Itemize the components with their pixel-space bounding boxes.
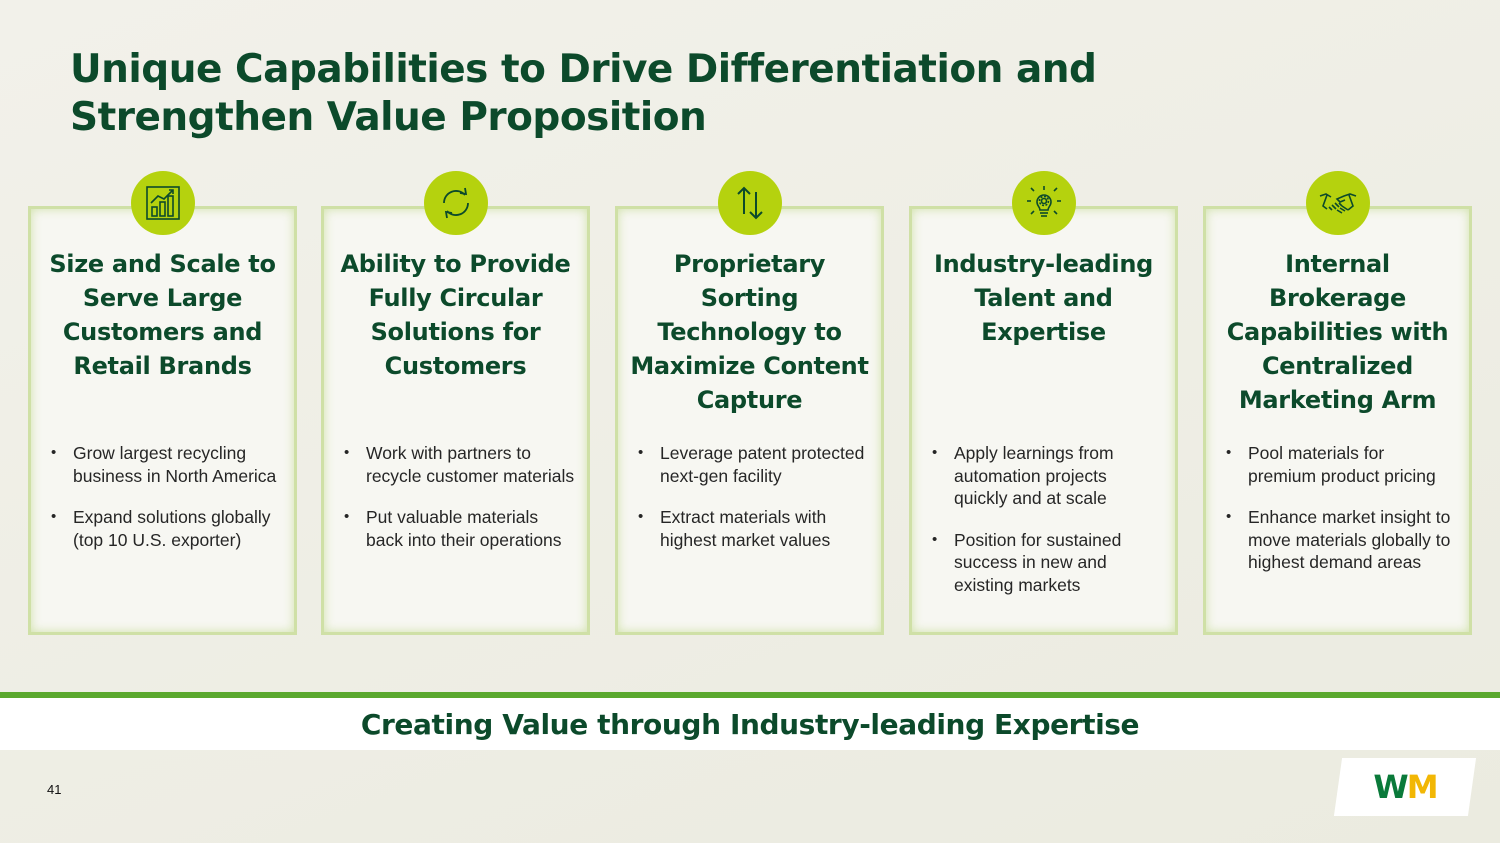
banner-divider [0, 692, 1500, 698]
lightbulb-gear-icon [1011, 171, 1076, 235]
bullet-item: Leverage patent protected next-gen facil… [638, 442, 869, 487]
bar-chart-icon [130, 171, 195, 235]
bullet-item: Apply learnings from automation projects… [932, 442, 1163, 510]
card-title: Proprietary Sorting Technology to Maximi… [630, 250, 869, 414]
card-title: Internal Brokerage Capabilities with Cen… [1226, 250, 1449, 414]
banner-text: Creating Value through Industry-leading … [360, 707, 1140, 741]
card-title: Industry-leading Talent and Expertise [933, 250, 1154, 346]
bullet-list: Pool materials for premium product prici… [1226, 442, 1457, 593]
bullet-list: Apply learnings from automation projects… [932, 442, 1163, 615]
banner: Creating Value through Industry-leading … [0, 698, 1500, 750]
handshake-icon [1305, 171, 1370, 235]
capability-card-size-scale: Size and Scale to Serve Large Customers … [28, 171, 297, 635]
bullet-list: Work with partners to recycle customer m… [344, 442, 575, 570]
bullet-list: Grow largest recycling business in North… [51, 442, 282, 570]
bullet-item: Position for sustained success in new an… [932, 529, 1163, 597]
bullet-item: Pool materials for premium product prici… [1226, 442, 1457, 487]
bullet-item: Enhance market insight to move materials… [1226, 506, 1457, 574]
svg-text:WM: WM [1373, 771, 1436, 803]
capability-card-talent: Industry-leading Talent and Expertise Ap… [909, 171, 1178, 635]
bullet-item: Extract materials with highest market va… [638, 506, 869, 551]
wm-logo: WM [1333, 758, 1477, 816]
capability-card-sorting-tech: Proprietary Sorting Technology to Maximi… [615, 171, 884, 635]
up-down-arrows-icon [717, 171, 782, 235]
capability-card-brokerage: Internal Brokerage Capabilities with Cen… [1203, 171, 1472, 635]
bullet-list: Leverage patent protected next-gen facil… [638, 442, 869, 570]
bullet-item: Grow largest recycling business in North… [51, 442, 282, 487]
page-title: Unique Capabilities to Drive Differentia… [70, 47, 1097, 140]
card-title: Ability to Provide Fully Circular Soluti… [340, 250, 571, 380]
bullet-item: Work with partners to recycle customer m… [344, 442, 575, 487]
bullet-item: Expand solutions globally (top 10 U.S. e… [51, 506, 282, 551]
recycle-arrows-icon [423, 171, 488, 235]
card-title: Size and Scale to Serve Large Customers … [49, 250, 276, 380]
capability-card-circular: Ability to Provide Fully Circular Soluti… [321, 171, 590, 635]
bullet-item: Put valuable materials back into their o… [344, 506, 575, 551]
page-number: 41 [47, 782, 62, 797]
